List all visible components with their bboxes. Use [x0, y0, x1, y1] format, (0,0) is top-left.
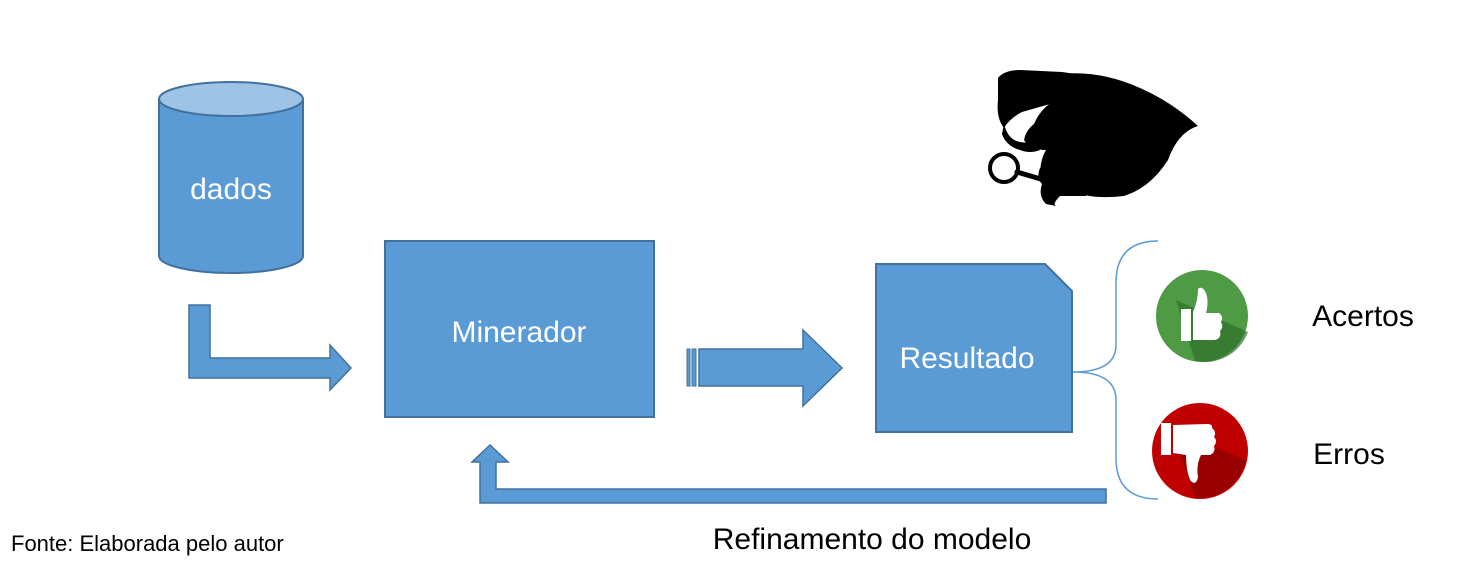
result-label: Resultado	[899, 342, 1034, 375]
miner-box: Minerador	[384, 240, 655, 418]
miner-label: Minerador	[451, 316, 586, 349]
thumbs-up-icon	[1156, 270, 1248, 363]
data-store-label: dados	[190, 173, 272, 206]
miner-to-result-arrow	[686, 328, 844, 408]
feedback-arrow	[470, 443, 1107, 504]
source-caption: Fonte: Elaborada pelo autor	[11, 531, 284, 556]
result-document: Resultado	[875, 263, 1073, 433]
detective-magnifier-icon	[988, 70, 1198, 206]
errors-label: Erros	[1313, 438, 1385, 471]
thumbs-down-icon	[1152, 403, 1248, 499]
outcome-brace	[1072, 240, 1159, 500]
hits-label: Acertos	[1312, 300, 1414, 333]
data-store-cylinder: dados	[158, 81, 304, 274]
data-to-miner-arrow	[188, 304, 353, 392]
feedback-label: Refinamento do modelo	[713, 523, 1032, 556]
